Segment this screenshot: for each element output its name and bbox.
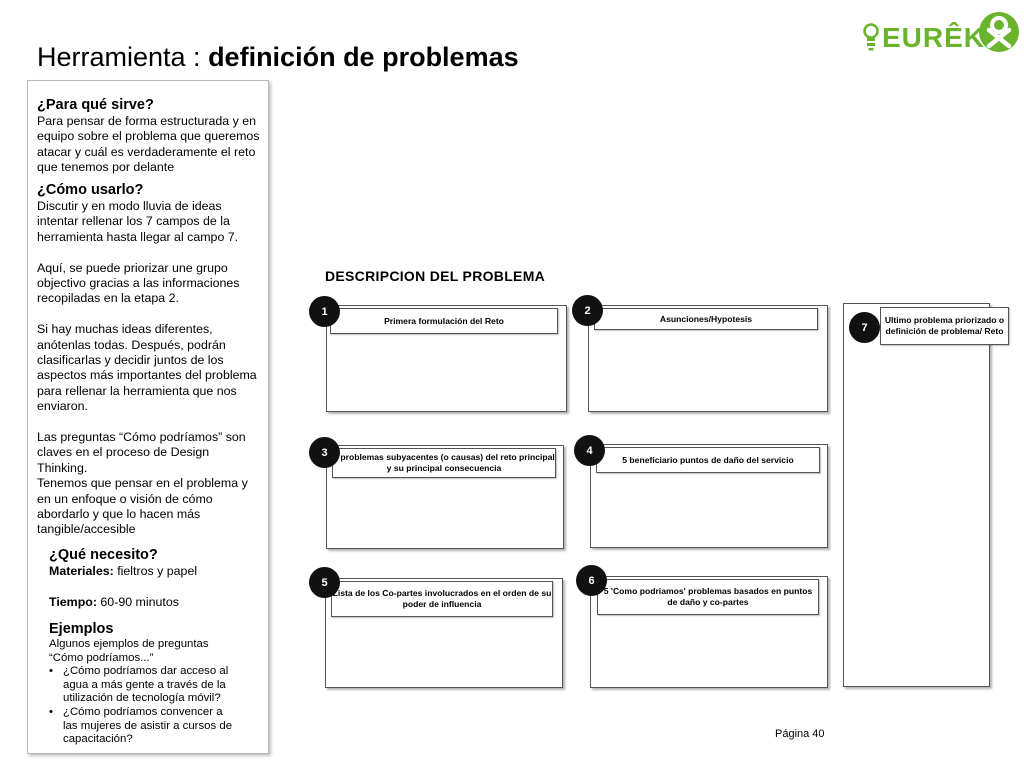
section-que-necesito: ¿Qué necesito? Materiales: fieltros y pa… [49,546,259,610]
materiales-line: Materiales: fieltros y papel [49,564,259,579]
title-prefix: Herramienta : [37,42,209,72]
box-3-number: 3 [309,437,340,468]
heading-ejemplos: Ejemplos [49,621,114,637]
text-como-p5: Tenemos que pensar en el problema y en u… [37,476,248,537]
box-6-label: 5 'Como podriamos' problemas basados en … [597,579,819,615]
diagram-title: DESCRIPCION DEL PROBLEMA [325,268,546,284]
text-como-p1: Discutir y en modo lluvia de ideas inten… [37,199,239,244]
box-3-label: 5 problemas subyacentes (o causas) del r… [332,448,556,478]
box-7-label: Ultimo problema priorizado o definición … [880,307,1009,345]
heading-para-que: ¿Para qué sirve? [37,97,154,113]
box-6-number: 6 [576,565,607,596]
section-como-usarlo: ¿Cómo usarlo? Discutir y en modo lluvia … [37,181,262,538]
box-1-number: 1 [309,296,340,327]
box-4-label: 5 beneficiario puntos de daño del servic… [596,447,820,473]
text-como-p3: Si hay muchas ideas diferentes, anótenla… [37,322,257,414]
heading-como-usarlo: ¿Cómo usarlo? [37,182,144,198]
section-para-que: ¿Para qué sirve? Para pensar de forma es… [37,96,269,176]
section-ejemplos: Ejemplos Algunos ejemplos de preguntas “… [49,620,239,747]
box-2-number: 2 [572,295,603,326]
title-bold: definición de problemas [208,42,519,72]
ejemplos-intro: Algunos ejemplos de preguntas “Cómo podr… [49,638,209,664]
box-5-number: 5 [309,567,340,598]
heading-que-necesito: ¿Qué necesito? [49,547,158,563]
box-7-number: 7 [849,312,880,343]
info-panel: ¿Para qué sirve? Para pensar de forma es… [27,80,269,754]
page-number: Página 40 [775,728,825,740]
lightbulb-icon [863,23,879,51]
materiales-value: fieltros y papel [113,564,198,578]
ejemplos-list: ¿Cómo podríamos dar acceso al agua a más… [49,665,239,747]
box-4-number: 4 [574,435,605,466]
list-item: ¿Cómo podríamos dar acceso al agua a más… [49,665,239,706]
text-para-que: Para pensar de forma estructurada y en e… [37,114,260,175]
text-como-p2: Aquí, se puede priorizar une grupo objec… [37,260,240,306]
box-2-label: Asunciones/Hypotesis [594,308,818,330]
materiales-label: Materiales: [49,564,114,578]
box-1-label: Primera formulación del Reto [330,308,558,334]
box-7 [843,303,990,687]
page-title: Herramienta : definición de problemas [37,40,519,74]
tiempo-line: Tiempo: 60-90 minutos [49,595,259,610]
list-item: ¿Cómo podríamos convencer a las mujeres … [49,706,239,747]
oxfam-icon [979,12,1019,52]
box-5-label: Lista de los Co-partes involucrados en e… [331,581,553,617]
tiempo-value: 60-90 minutos [96,594,179,609]
text-como-p4: Las preguntas “Cómo podríamos” son clave… [37,430,246,475]
eureka-logo: EURÊKA [860,10,1020,64]
tiempo-label: Tiempo: [49,594,97,609]
